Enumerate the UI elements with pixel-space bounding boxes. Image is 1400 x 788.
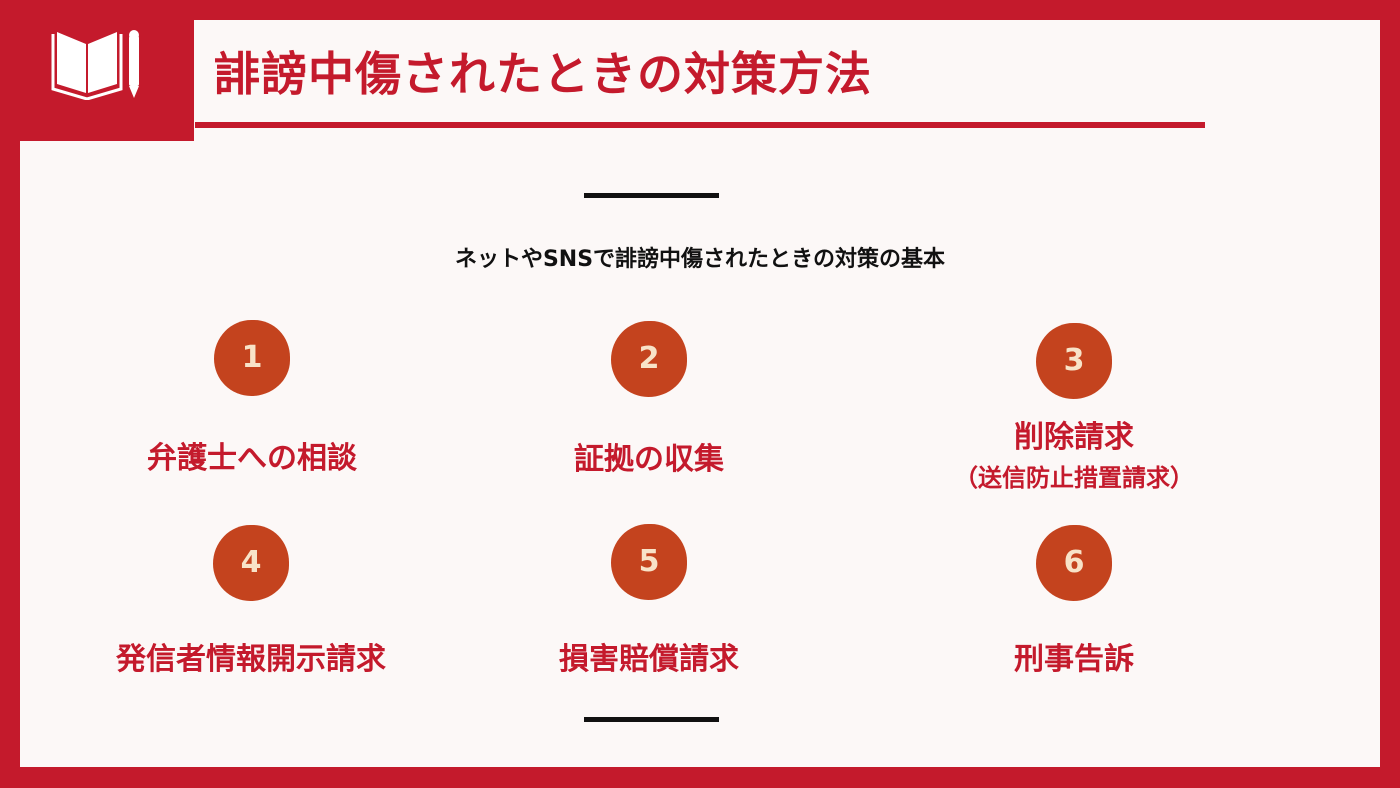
step-sublabel: （送信防止措置請求） xyxy=(954,464,1194,492)
step-label: 発信者情報開示請求 xyxy=(116,642,386,677)
bottom-divider xyxy=(584,717,719,722)
step-3: 3 削除請求 （送信防止措置請求） xyxy=(884,323,1264,493)
top-divider xyxy=(584,193,719,198)
page-title: 誹謗中傷されたときの対策方法 xyxy=(214,47,872,101)
step-2: 2 証拠の収集 xyxy=(459,321,839,477)
step-number-badge: 1 xyxy=(214,320,290,396)
step-number-badge: 5 xyxy=(611,524,687,600)
step-number-badge: 3 xyxy=(1036,323,1112,399)
content-panel: 誹謗中傷されたときの対策方法 ネットやSNSで誹謗中傷されたときの対策の基本 1… xyxy=(20,20,1380,767)
step-6: 6 刑事告訴 xyxy=(884,525,1264,677)
step-number-badge: 2 xyxy=(611,321,687,397)
subtitle: ネットやSNSで誹謗中傷されたときの対策の基本 xyxy=(454,247,946,272)
step-label: 弁護士への相談 xyxy=(147,441,357,476)
logo-block xyxy=(20,20,194,141)
book-and-pencil-icon xyxy=(51,30,139,100)
step-label: 損害賠償請求 xyxy=(559,642,739,677)
step-number-badge: 4 xyxy=(213,525,289,601)
step-5: 5 損害賠償請求 xyxy=(459,524,839,677)
step-label: 証拠の収集 xyxy=(574,442,724,477)
title-underline xyxy=(195,122,1205,128)
step-1: 1 弁護士への相談 xyxy=(62,320,442,476)
step-label: 刑事告訴 xyxy=(1014,642,1134,677)
step-label: 削除請求 xyxy=(1014,420,1134,455)
step-4: 4 発信者情報開示請求 xyxy=(61,525,441,677)
step-number-badge: 6 xyxy=(1036,525,1112,601)
